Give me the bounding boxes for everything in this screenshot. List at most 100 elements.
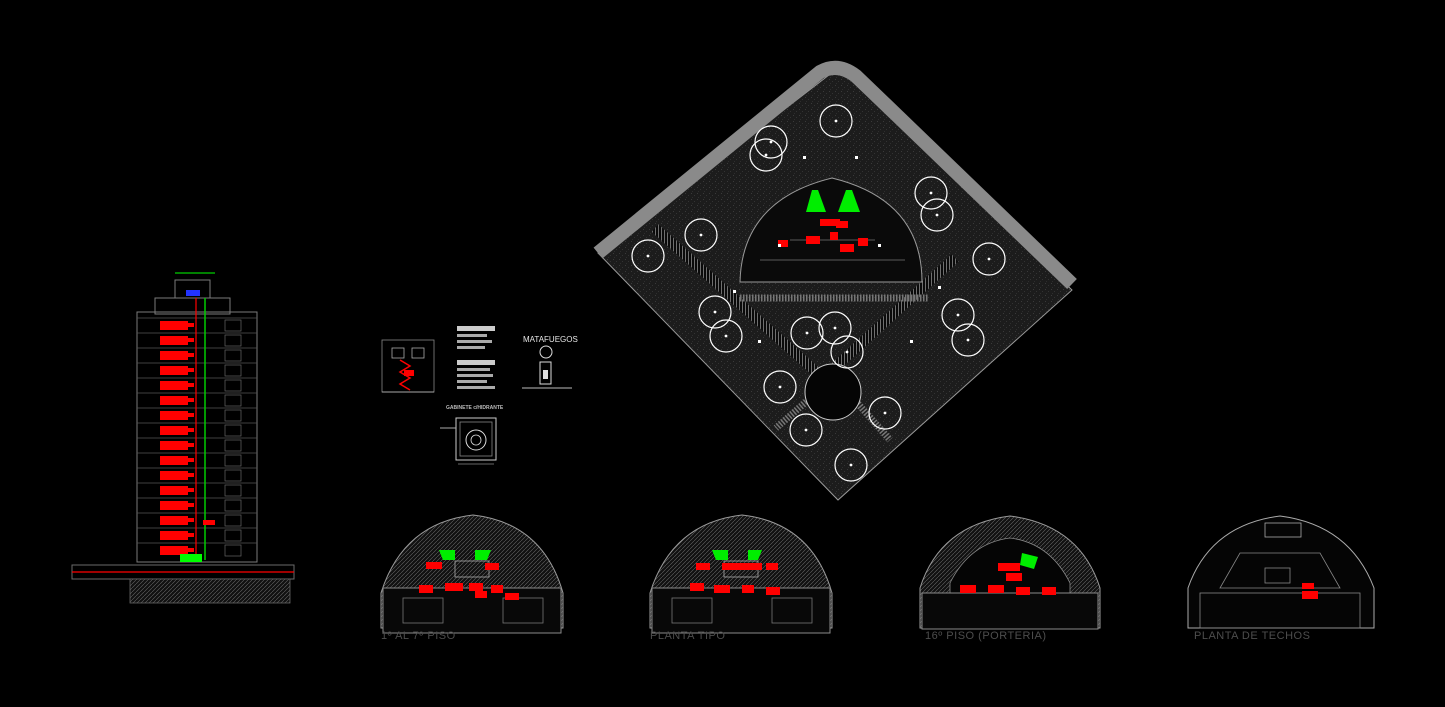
building-section — [71, 272, 295, 604]
extinguisher-mark — [188, 518, 194, 522]
tree-center — [805, 331, 809, 335]
tree-symbol — [789, 413, 823, 447]
window-mark — [224, 469, 242, 482]
window-mark — [224, 394, 242, 407]
plan-label-techos: PLANTA DE TECHOS — [1194, 630, 1311, 642]
tree-symbol — [819, 104, 853, 138]
site-lights — [733, 156, 941, 343]
tree-symbol — [920, 198, 954, 232]
tree-center — [845, 350, 849, 354]
tree-symbol — [941, 298, 975, 332]
tree-symbol — [951, 323, 985, 357]
light-post — [878, 244, 881, 247]
hose-cabinet-mark — [160, 396, 188, 405]
tree-center — [966, 338, 970, 342]
tree-center — [646, 254, 650, 258]
site-trees — [631, 104, 1006, 482]
window-mark — [224, 409, 242, 422]
detail-notes-block — [457, 326, 495, 389]
extinguisher-label: MATAFUEGOS — [523, 335, 578, 344]
window-mark — [224, 439, 242, 452]
tree-symbol — [698, 295, 732, 329]
extinguisher-mark — [188, 353, 194, 357]
light-post — [910, 340, 913, 343]
tree-center — [713, 310, 717, 314]
extinguisher-mark — [188, 413, 194, 417]
floor-plan-16 — [919, 515, 1101, 630]
tree-center — [769, 140, 773, 144]
tree-symbol — [709, 319, 743, 353]
window-mark — [224, 319, 242, 332]
tree-center — [935, 213, 939, 217]
site-plan — [593, 60, 1077, 501]
tree-symbol — [972, 242, 1006, 276]
hydrant-cabinet-label: GABINETE c/HIDRANTE — [446, 405, 504, 411]
hose-cabinet-mark — [160, 336, 188, 345]
hose-cabinet-mark — [160, 411, 188, 420]
hose-cabinet-mark — [160, 471, 188, 480]
tree-symbol — [631, 239, 665, 273]
tree-symbol — [914, 176, 948, 210]
light-post — [778, 244, 781, 247]
tree-center — [724, 334, 728, 338]
window-mark — [224, 454, 242, 467]
tree-symbol — [684, 218, 718, 252]
light-post — [855, 156, 858, 159]
extinguisher-detail — [522, 345, 572, 389]
extinguisher-mark — [188, 503, 194, 507]
window-mark — [224, 349, 242, 362]
hose-cabinet-mark — [160, 426, 188, 435]
hose-cabinet-mark — [160, 456, 188, 465]
extinguisher-mark — [188, 488, 194, 492]
plan-label-16: 16º PISO (PORTERIA) — [925, 630, 1047, 642]
extinguisher-mark — [188, 383, 194, 387]
hose-cabinet-mark — [160, 516, 188, 525]
tree-symbol — [818, 311, 852, 345]
window-mark — [224, 514, 242, 527]
tree-symbol — [763, 370, 797, 404]
window-mark — [224, 364, 242, 377]
tree-center — [778, 385, 782, 389]
detail-stair-section — [381, 339, 435, 393]
hose-cabinet-mark — [160, 531, 188, 540]
window-mark — [224, 379, 242, 392]
extinguisher-mark — [188, 428, 194, 432]
light-post — [938, 286, 941, 289]
extinguisher-mark — [188, 323, 194, 327]
extinguisher-mark — [188, 338, 194, 342]
hose-cabinet-mark — [160, 321, 188, 330]
extinguisher-mark — [188, 533, 194, 537]
extinguisher-mark — [188, 443, 194, 447]
tree-center — [956, 313, 960, 317]
window-mark — [224, 544, 242, 557]
tree-symbol — [868, 396, 902, 430]
window-mark — [224, 484, 242, 497]
light-post — [758, 340, 761, 343]
floor-plan-1-7 — [380, 514, 564, 634]
window-mark — [224, 529, 242, 542]
hose-cabinet-mark — [160, 351, 188, 360]
hose-cabinet-mark — [160, 366, 188, 375]
extinguisher-mark — [188, 398, 194, 402]
hose-cabinet-mark — [160, 381, 188, 390]
tree-symbol — [749, 138, 783, 172]
tree-center — [849, 463, 853, 467]
tree-center — [883, 411, 887, 415]
tree-center — [804, 428, 808, 432]
window-mark — [224, 334, 242, 347]
tree-center — [764, 153, 768, 157]
floor-plan-tipo — [649, 514, 833, 634]
hose-cabinet-mark — [160, 501, 188, 510]
extinguisher-mark — [188, 458, 194, 462]
tree-center — [987, 257, 991, 261]
hose-cabinet-mark — [160, 546, 188, 555]
hose-cabinet-mark — [160, 441, 188, 450]
section-floors — [137, 317, 257, 557]
extinguisher-mark — [188, 368, 194, 372]
tree-center — [833, 326, 837, 330]
tree-symbol — [754, 125, 788, 159]
light-post — [803, 156, 806, 159]
extinguisher-mark — [188, 473, 194, 477]
hydrant-cabinet-detail — [440, 417, 497, 465]
